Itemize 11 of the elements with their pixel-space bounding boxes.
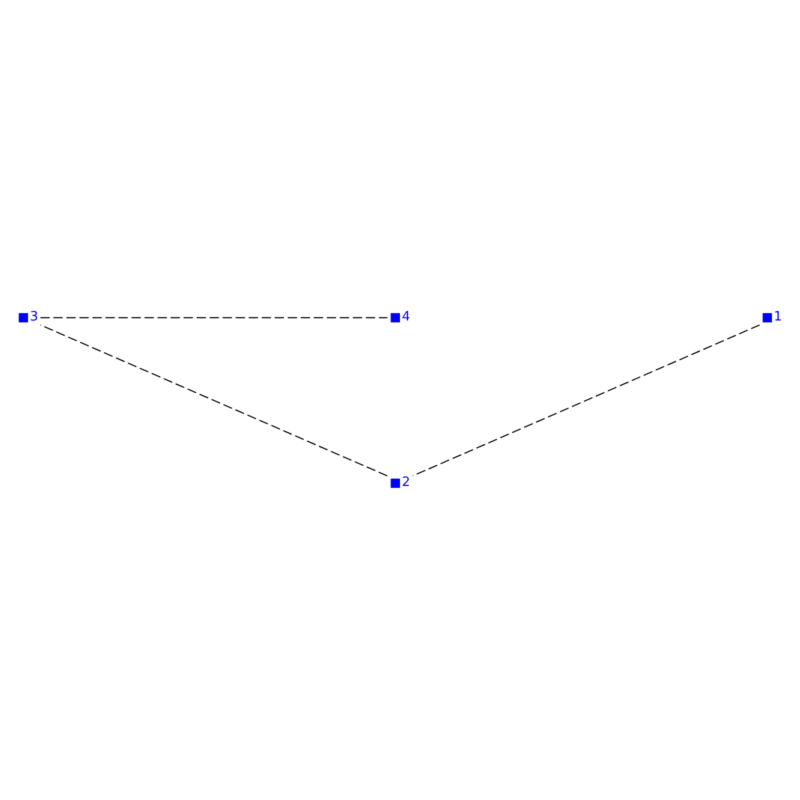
node-box xyxy=(390,312,400,322)
node-box xyxy=(18,312,28,322)
connector xyxy=(40,316,388,318)
node-label: 4 xyxy=(402,309,410,324)
connector xyxy=(40,324,388,476)
connector xyxy=(412,324,760,476)
node-label: 2 xyxy=(402,474,410,490)
node-label: 1 xyxy=(774,309,782,324)
node-box xyxy=(762,312,772,322)
node-label: 3 xyxy=(30,309,38,324)
node-box xyxy=(390,478,400,488)
